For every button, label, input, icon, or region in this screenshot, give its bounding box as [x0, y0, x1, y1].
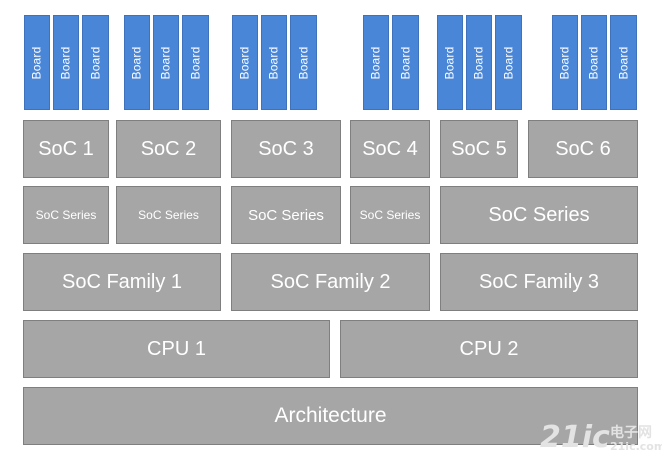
soc-series-label: SoC Series	[138, 208, 199, 222]
board-block: Board	[392, 15, 419, 110]
watermark-url: 21ic.com	[610, 440, 662, 453]
watermark-number: 21ic	[540, 420, 610, 455]
soc-label: SoC 6	[555, 137, 611, 160]
board-block: Board	[53, 15, 79, 110]
soc-series-label: SoC Series	[248, 206, 324, 224]
board-block: Board	[24, 15, 50, 110]
board-block: Board	[153, 15, 179, 110]
board-block: Board	[82, 15, 109, 110]
soc-series-label: SoC Series	[35, 208, 97, 222]
board-block: Board	[437, 15, 463, 110]
board-label: Board	[30, 45, 44, 80]
soc-family-label: SoC Family 2	[270, 270, 391, 293]
board-label: Board	[443, 45, 457, 80]
cpu-label: CPU 2	[459, 337, 519, 360]
board-label: Board	[587, 45, 601, 80]
architecture-block: Architecture	[23, 387, 638, 445]
watermark-chinese: 电子网	[610, 425, 652, 441]
board-label: Board	[296, 45, 311, 80]
board-block: Board	[581, 15, 607, 110]
soc-family-block: SoC Family 1	[23, 253, 221, 311]
soc-block: SoC 5	[440, 120, 518, 178]
board-label: Board	[159, 45, 173, 80]
soc-series-block: SoC Series	[350, 186, 430, 244]
soc-label: SoC 1	[38, 137, 94, 160]
board-label: Board	[501, 45, 516, 80]
soc-series-block: SoC Series	[231, 186, 341, 244]
board-label: Board	[130, 45, 144, 80]
board-block: Board	[552, 15, 578, 110]
soc-block: SoC 3	[231, 120, 341, 178]
board-label: Board	[188, 45, 203, 80]
soc-label: SoC 4	[362, 137, 418, 160]
board-label: Board	[616, 45, 631, 80]
soc-series-block: SoC Series	[116, 186, 221, 244]
cpu-block: CPU 1	[23, 320, 330, 378]
soc-block: SoC 1	[23, 120, 109, 178]
soc-label: SoC 2	[140, 137, 197, 160]
cpu-label: CPU 1	[147, 337, 206, 360]
board-label: Board	[59, 45, 73, 80]
site-watermark: 21ic 电子网 21ic.com	[540, 418, 662, 458]
board-label: Board	[398, 45, 413, 80]
board-label: Board	[472, 45, 486, 80]
board-block: Board	[261, 15, 287, 110]
soc-series-label: SoC Series	[488, 203, 590, 226]
architecture-label: Architecture	[274, 404, 387, 427]
soc-series-block: SoC Series	[23, 186, 109, 244]
soc-family-label: SoC Family 3	[478, 270, 600, 293]
soc-family-label: SoC Family 1	[61, 270, 183, 293]
soc-series-block: SoC Series	[440, 186, 638, 244]
board-block: Board	[363, 15, 389, 110]
soc-series-label: SoC Series	[359, 208, 421, 222]
board-label: Board	[88, 45, 103, 80]
board-block: Board	[232, 15, 258, 110]
board-block: Board	[182, 15, 209, 110]
board-label: Board	[558, 45, 572, 80]
soc-family-block: SoC Family 3	[440, 253, 638, 311]
soc-block: SoC 6	[528, 120, 638, 178]
soc-label: SoC 3	[258, 137, 314, 160]
board-block: Board	[290, 15, 317, 110]
board-label: Board	[267, 45, 281, 80]
board-block: Board	[495, 15, 522, 110]
cpu-block: CPU 2	[340, 320, 638, 378]
board-block: Board	[466, 15, 492, 110]
soc-label: SoC 5	[451, 137, 507, 160]
soc-block: SoC 4	[350, 120, 430, 178]
board-label: Board	[238, 45, 252, 80]
board-block: Board	[610, 15, 637, 110]
soc-family-block: SoC Family 2	[231, 253, 430, 311]
soc-block: SoC 2	[116, 120, 221, 178]
board-block: Board	[124, 15, 150, 110]
board-label: Board	[369, 45, 383, 80]
